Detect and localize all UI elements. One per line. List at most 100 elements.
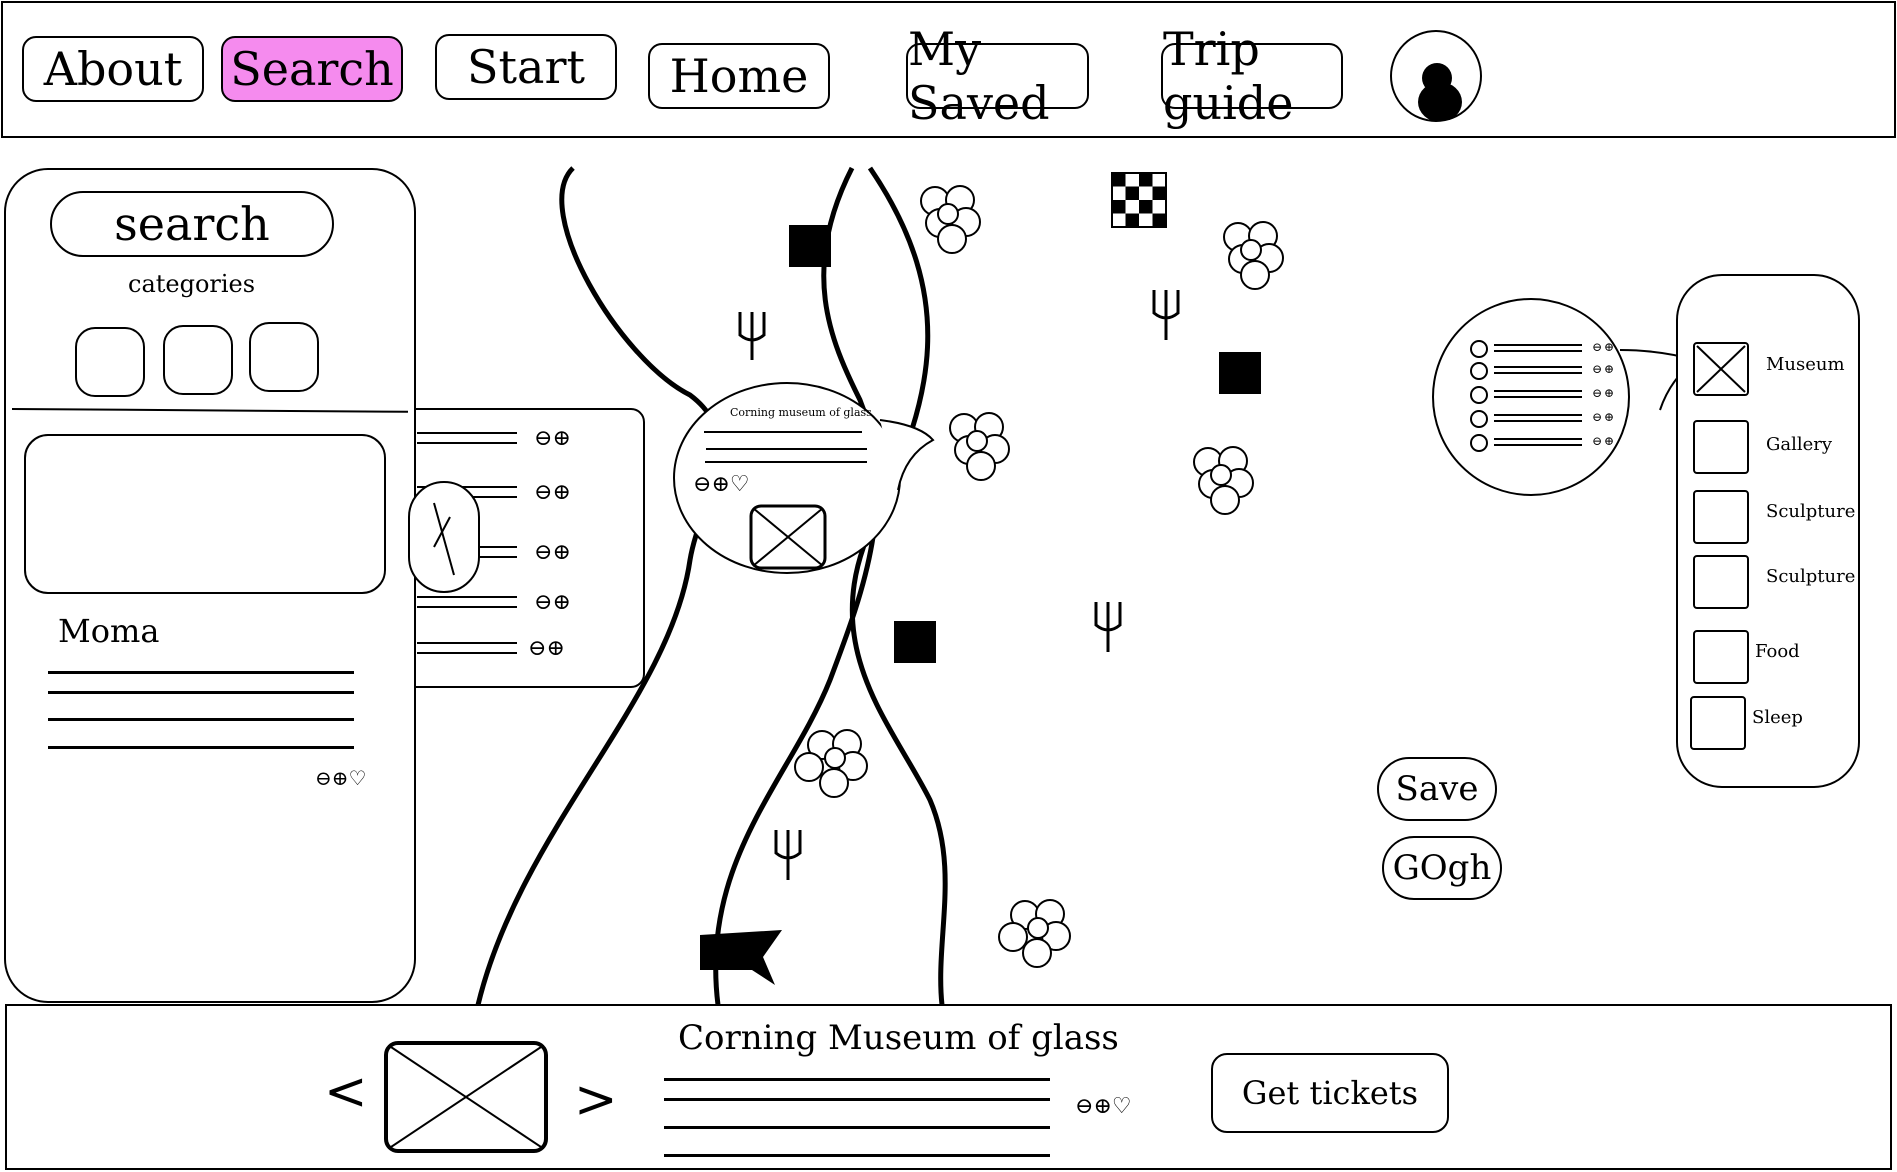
tree-cluster-icon bbox=[1223, 221, 1284, 290]
list-bullet bbox=[1470, 410, 1488, 428]
category-button-2[interactable] bbox=[163, 325, 233, 395]
search-input[interactable]: search bbox=[50, 191, 334, 257]
zoom-controls[interactable]: ⊖ bbox=[1592, 410, 1603, 424]
filter-checkbox-gallery[interactable] bbox=[1693, 420, 1749, 474]
tree-cluster-icon bbox=[794, 729, 868, 798]
filter-checkbox-sculpture-2[interactable] bbox=[1693, 555, 1749, 609]
zoom-out-icon[interactable]: ⊖ bbox=[534, 590, 553, 615]
bottom-detail-bar bbox=[5, 1004, 1892, 1170]
map-marker-square bbox=[894, 621, 936, 663]
filter-checkbox-sculpture[interactable] bbox=[1693, 490, 1749, 544]
zoom-controls[interactable]: ⊖ bbox=[1592, 434, 1603, 448]
filter-checkbox-food[interactable] bbox=[1693, 630, 1749, 684]
checked-icon bbox=[1696, 345, 1746, 393]
zoom-out-icon[interactable]: ⊖ bbox=[693, 472, 712, 497]
zoom-out-icon[interactable]: ⊖ bbox=[1075, 1094, 1094, 1119]
get-tickets-button[interactable]: Get tickets bbox=[1211, 1053, 1449, 1133]
avatar[interactable] bbox=[1390, 30, 1482, 122]
categories-label: categories bbox=[128, 270, 256, 298]
zoom-controls[interactable]: ⊖ bbox=[1592, 362, 1603, 376]
zoom-controls[interactable]: ⊖ bbox=[1592, 386, 1603, 400]
next-arrow-icon[interactable]: > bbox=[574, 1070, 618, 1130]
zoom-controls[interactable]: ⊕ bbox=[1604, 410, 1615, 424]
save-button[interactable]: Save bbox=[1377, 757, 1497, 821]
list-row-controls[interactable]: ⊖⊕ bbox=[534, 540, 571, 565]
category-button-3[interactable] bbox=[249, 322, 319, 392]
road-right-visible bbox=[849, 166, 948, 1006]
zoom-out-icon[interactable]: ⊖ bbox=[315, 766, 332, 790]
popup-controls: ⊖⊕♡ bbox=[693, 474, 750, 496]
category-button-1[interactable] bbox=[75, 327, 145, 397]
user-icon bbox=[1418, 63, 1462, 120]
bottom-text-line bbox=[664, 1098, 1050, 1101]
trident-icon bbox=[1152, 290, 1180, 340]
road-middle bbox=[713, 166, 880, 1006]
bottom-title: Corning Museum of glass bbox=[678, 1018, 1119, 1058]
bottom-text-line bbox=[664, 1078, 1050, 1081]
list-row-controls[interactable]: ⊖⊕ bbox=[528, 636, 565, 661]
zoom-in-icon[interactable]: ⊕ bbox=[546, 636, 565, 661]
zoom-controls[interactable]: ⊖ bbox=[1592, 340, 1603, 354]
nav-search-button[interactable]: Search bbox=[221, 36, 403, 102]
filter-checkbox-museum[interactable] bbox=[1693, 342, 1749, 396]
zoom-controls[interactable]: ⊕ bbox=[1604, 434, 1615, 448]
filter-checkbox-sleep[interactable] bbox=[1690, 696, 1746, 750]
heart-icon[interactable]: ♡ bbox=[348, 766, 367, 790]
bottom-image-placeholder[interactable] bbox=[384, 1041, 548, 1153]
result-text-line bbox=[48, 671, 354, 674]
zoom-in-icon[interactable]: ⊕ bbox=[331, 766, 349, 790]
map-marker-square bbox=[789, 225, 831, 267]
result-text-line bbox=[48, 691, 354, 694]
zoom-in-icon[interactable]: ⊕ bbox=[1093, 1094, 1112, 1119]
zoom-in-icon[interactable]: ⊕ bbox=[711, 472, 730, 497]
trident-icon bbox=[774, 830, 802, 880]
checkered-flag-icon bbox=[1111, 172, 1167, 228]
zoom-out-icon[interactable]: ⊖ bbox=[528, 636, 547, 661]
trident-icon bbox=[1094, 602, 1122, 652]
zoom-in-icon[interactable]: ⊕ bbox=[552, 426, 571, 451]
filter-label-sculpture-2: Sculpture bbox=[1766, 566, 1856, 587]
go-button[interactable]: GOgh bbox=[1382, 836, 1502, 900]
collapse-icon bbox=[433, 502, 455, 576]
bottom-text-line bbox=[664, 1154, 1050, 1157]
bottom-text-line bbox=[664, 1126, 1050, 1129]
zoom-in-icon[interactable]: ⊕ bbox=[552, 590, 571, 615]
nav-start-button[interactable]: Start bbox=[435, 34, 617, 100]
result-text-line bbox=[48, 718, 354, 721]
filter-label-food: Food bbox=[1755, 641, 1800, 662]
list-row-controls[interactable]: ⊖⊕ bbox=[534, 590, 571, 615]
result-title[interactable]: Moma bbox=[58, 612, 160, 650]
list-bullet bbox=[1470, 386, 1488, 404]
zoom-in-icon[interactable]: ⊕ bbox=[552, 540, 571, 565]
tree-cluster-icon bbox=[1193, 446, 1254, 515]
zoom-controls[interactable]: ⊕ bbox=[1604, 340, 1615, 354]
zoom-in-icon[interactable]: ⊕ bbox=[552, 480, 571, 505]
list-bullet bbox=[1470, 340, 1488, 358]
nav-about-button[interactable]: About bbox=[22, 36, 204, 102]
heart-icon[interactable]: ♡ bbox=[729, 472, 750, 497]
list-row-controls[interactable]: ⊖⊕ bbox=[534, 426, 571, 451]
result-controls: ⊖⊕♡ bbox=[315, 766, 366, 790]
image-placeholder-icon bbox=[387, 1044, 545, 1150]
trident-icon bbox=[738, 312, 766, 360]
result-image-placeholder[interactable] bbox=[24, 434, 386, 594]
list-row-controls[interactable]: ⊖⊕ bbox=[534, 480, 571, 505]
zoom-out-icon[interactable]: ⊖ bbox=[534, 426, 553, 451]
nav-home-button[interactable]: Home bbox=[648, 43, 830, 109]
list-bullet bbox=[1470, 362, 1488, 380]
prev-arrow-icon[interactable]: < bbox=[324, 1062, 368, 1122]
zoom-out-icon[interactable]: ⊖ bbox=[534, 480, 553, 505]
panel-collapse-handle[interactable] bbox=[408, 481, 480, 593]
filter-bubble-list: ⊖⊕ ⊖⊕ ⊖⊕ ⊖⊕ ⊖⊕ bbox=[1468, 340, 1618, 460]
zoom-controls[interactable]: ⊕ bbox=[1604, 386, 1615, 400]
zoom-controls[interactable]: ⊕ bbox=[1604, 362, 1615, 376]
filter-label-sleep: Sleep bbox=[1752, 707, 1803, 728]
map-marker-square bbox=[1219, 352, 1261, 394]
zoom-out-icon[interactable]: ⊖ bbox=[534, 540, 553, 565]
tree-cluster-icon bbox=[949, 412, 1010, 481]
filter-label-gallery: Gallery bbox=[1766, 434, 1833, 455]
heart-icon[interactable]: ♡ bbox=[1111, 1094, 1132, 1119]
filter-label-sculpture: Sculpture bbox=[1766, 501, 1856, 522]
flag-marker-icon bbox=[700, 930, 782, 985]
